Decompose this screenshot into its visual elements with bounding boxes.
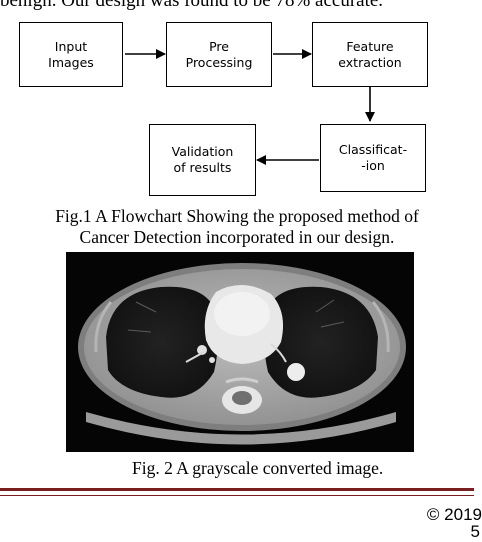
figure-2-caption: Fig. 2 A grayscale converted image.	[132, 458, 383, 479]
copyright-text: © 2019	[426, 505, 482, 524]
flow-box-input-images: Input Images	[19, 22, 123, 87]
ct-scan-graphic	[66, 252, 414, 452]
body-text-line: benign. Our design was found to be 78% a…	[0, 0, 384, 11]
copyright-notice: © 2019	[427, 505, 482, 525]
figure-1-caption: Fig.1 A Flowchart Showing the proposed m…	[0, 206, 474, 248]
flow-box-classification: Classificat- -ion	[320, 124, 426, 192]
flow-box-validation-of-results: Validation of results	[149, 124, 256, 196]
figure-2-ct-scan-image	[66, 252, 414, 452]
body-text-partial-line: benign. Our design was found to be 78% a…	[0, 0, 474, 11]
flow-box-pre-processing: Pre Processing	[166, 22, 272, 87]
figure-2-caption-text: Fig. 2 A grayscale converted image.	[132, 458, 384, 478]
footer-rule-thick	[0, 488, 474, 491]
page-number: 5	[471, 522, 480, 542]
figure-1-caption-line-1: Fig.1 A Flowchart Showing the proposed m…	[55, 206, 419, 226]
footer-rule-thin	[0, 495, 474, 496]
figure-1-caption-line-2: Cancer Detection incorporated in our des…	[79, 227, 395, 247]
flow-box-feature-extraction: Feature extraction	[312, 22, 428, 87]
page-number-text: 5	[470, 522, 480, 541]
